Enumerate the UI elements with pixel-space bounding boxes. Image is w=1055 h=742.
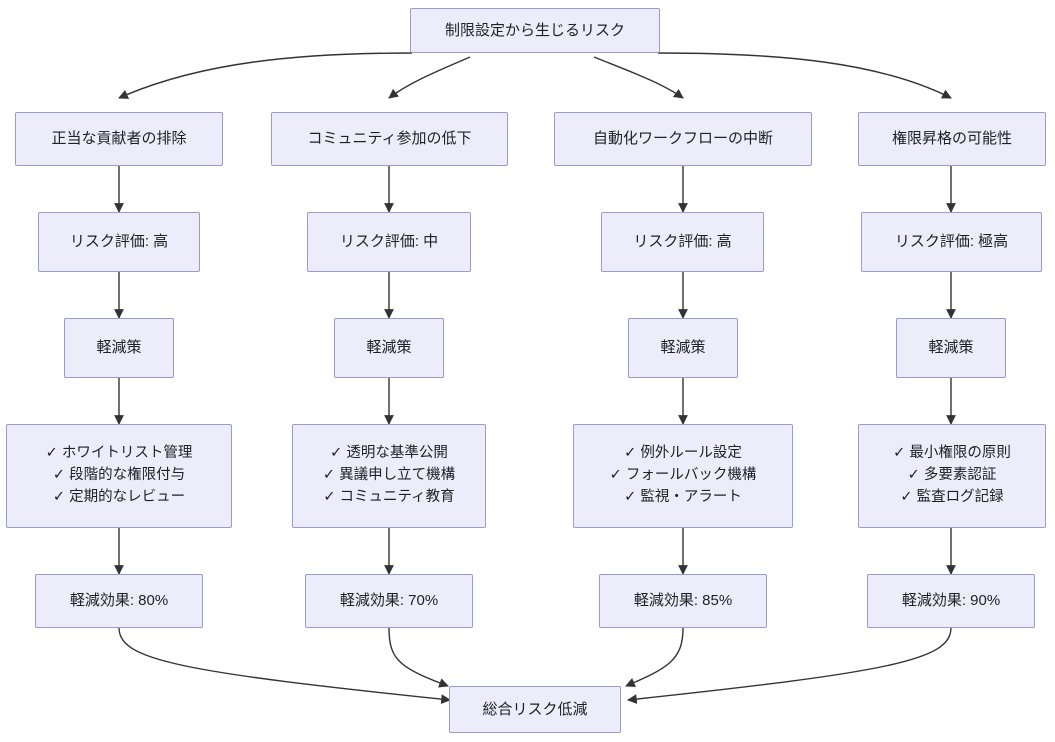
node-assessment-col4-label: リスク評価: 極高	[894, 233, 1009, 251]
measure-item: ✓ 異議申し立て機構	[322, 467, 456, 484]
node-mitigation-col3-label: 軽減策	[660, 339, 706, 357]
node-assessment-col2-label: リスク評価: 中	[339, 233, 439, 251]
measure-item: ✓ 監査ログ記録	[900, 488, 1004, 505]
node-mitigation-col2[interactable]: 軽減策	[334, 318, 444, 378]
node-assessment-col4[interactable]: リスク評価: 極高	[861, 212, 1042, 272]
node-mitigation-col3[interactable]: 軽減策	[628, 318, 738, 378]
node-risk-col3-label: 自動化ワークフローの中断	[592, 130, 773, 148]
node-root-label: 制限設定から生じるリスク	[444, 21, 625, 39]
node-risk-col1-label: 正当な貢献者の排除	[51, 130, 187, 148]
node-risk-col3[interactable]: 自動化ワークフローの中断	[554, 112, 812, 166]
edge-col3-effect-to-final	[625, 627, 684, 688]
node-assessment-col2[interactable]: リスク評価: 中	[307, 212, 471, 272]
node-assessment-col3-label: リスク評価: 高	[633, 233, 732, 251]
node-effect-col3-label: 軽減効果: 85%	[633, 592, 733, 610]
node-measures-col3[interactable]: ✓ 例外ルール設定 ✓ フォールバック機構 ✓ 監視・アラート	[573, 424, 793, 528]
node-effect-col4[interactable]: 軽減効果: 90%	[867, 574, 1035, 628]
node-assessment-col1-label: リスク評価: 高	[69, 233, 169, 251]
node-assessment-col1[interactable]: リスク評価: 高	[38, 212, 200, 272]
measure-item: ✓ 段階的な権限付与	[52, 467, 186, 484]
node-mitigation-col1-label: 軽減策	[96, 339, 142, 357]
edge-root-to-col1	[118, 52, 413, 99]
node-measures-col2[interactable]: ✓ 透明な基準公開 ✓ 異議申し立て機構 ✓ コミュニティ教育	[292, 424, 486, 528]
node-measures-col1[interactable]: ✓ ホワイトリスト管理 ✓ 段階的な権限付与 ✓ 定期的なレビュー	[6, 424, 232, 528]
measure-item: ✓ 多要素認証	[907, 467, 997, 484]
node-mitigation-col2-label: 軽減策	[366, 339, 412, 357]
node-risk-col4-label: 権限昇格の可能性	[891, 130, 1012, 148]
node-effect-col1-label: 軽減効果: 80%	[69, 592, 169, 610]
measure-item: ✓ 最小権限の原則	[893, 445, 1011, 462]
measure-item: ✓ 例外ルール設定	[624, 445, 742, 462]
measure-item: ✓ 監視・アラート	[624, 488, 742, 505]
node-measures-col4[interactable]: ✓ 最小権限の原則 ✓ 多要素認証 ✓ 監査ログ記録	[858, 424, 1046, 528]
edge-col4-effect-to-final	[627, 627, 952, 704]
node-assessment-col3[interactable]: リスク評価: 高	[601, 212, 764, 272]
node-effect-col2-label: 軽減効果: 70%	[339, 592, 439, 610]
edge-col2-effect-to-final	[388, 627, 449, 688]
measure-item: ✓ フォールバック機構	[609, 467, 757, 484]
node-mitigation-col1[interactable]: 軽減策	[64, 318, 174, 378]
node-risk-col2[interactable]: コミュニティ参加の低下	[271, 112, 508, 166]
node-final[interactable]: 総合リスク低減	[449, 686, 621, 733]
measure-item: ✓ 定期的なレビュー	[52, 488, 186, 505]
node-root[interactable]: 制限設定から生じるリスク	[410, 8, 660, 53]
measure-item: ✓ ホワイトリスト管理	[45, 445, 193, 462]
node-risk-col1[interactable]: 正当な貢献者の排除	[15, 112, 223, 166]
node-effect-col2[interactable]: 軽減効果: 70%	[305, 574, 473, 628]
measure-item: ✓ 透明な基準公開	[330, 445, 448, 462]
node-mitigation-col4[interactable]: 軽減策	[896, 318, 1006, 378]
node-effect-col3[interactable]: 軽減効果: 85%	[599, 574, 767, 628]
edge-root-to-col3	[593, 56, 684, 99]
node-risk-col2-label: コミュニティ参加の低下	[307, 130, 472, 148]
node-effect-col4-label: 軽減効果: 90%	[901, 592, 1001, 610]
node-mitigation-col4-label: 軽減策	[928, 339, 974, 357]
node-effect-col1[interactable]: 軽減効果: 80%	[35, 574, 203, 628]
node-risk-col4[interactable]: 権限昇格の可能性	[858, 112, 1046, 166]
node-final-label: 総合リスク低減	[482, 700, 588, 718]
edge-root-to-col4	[657, 52, 952, 99]
edge-col1-effect-to-final	[118, 627, 451, 704]
edge-root-to-col2	[388, 56, 471, 99]
measure-item: ✓ コミュニティ教育	[323, 488, 455, 505]
